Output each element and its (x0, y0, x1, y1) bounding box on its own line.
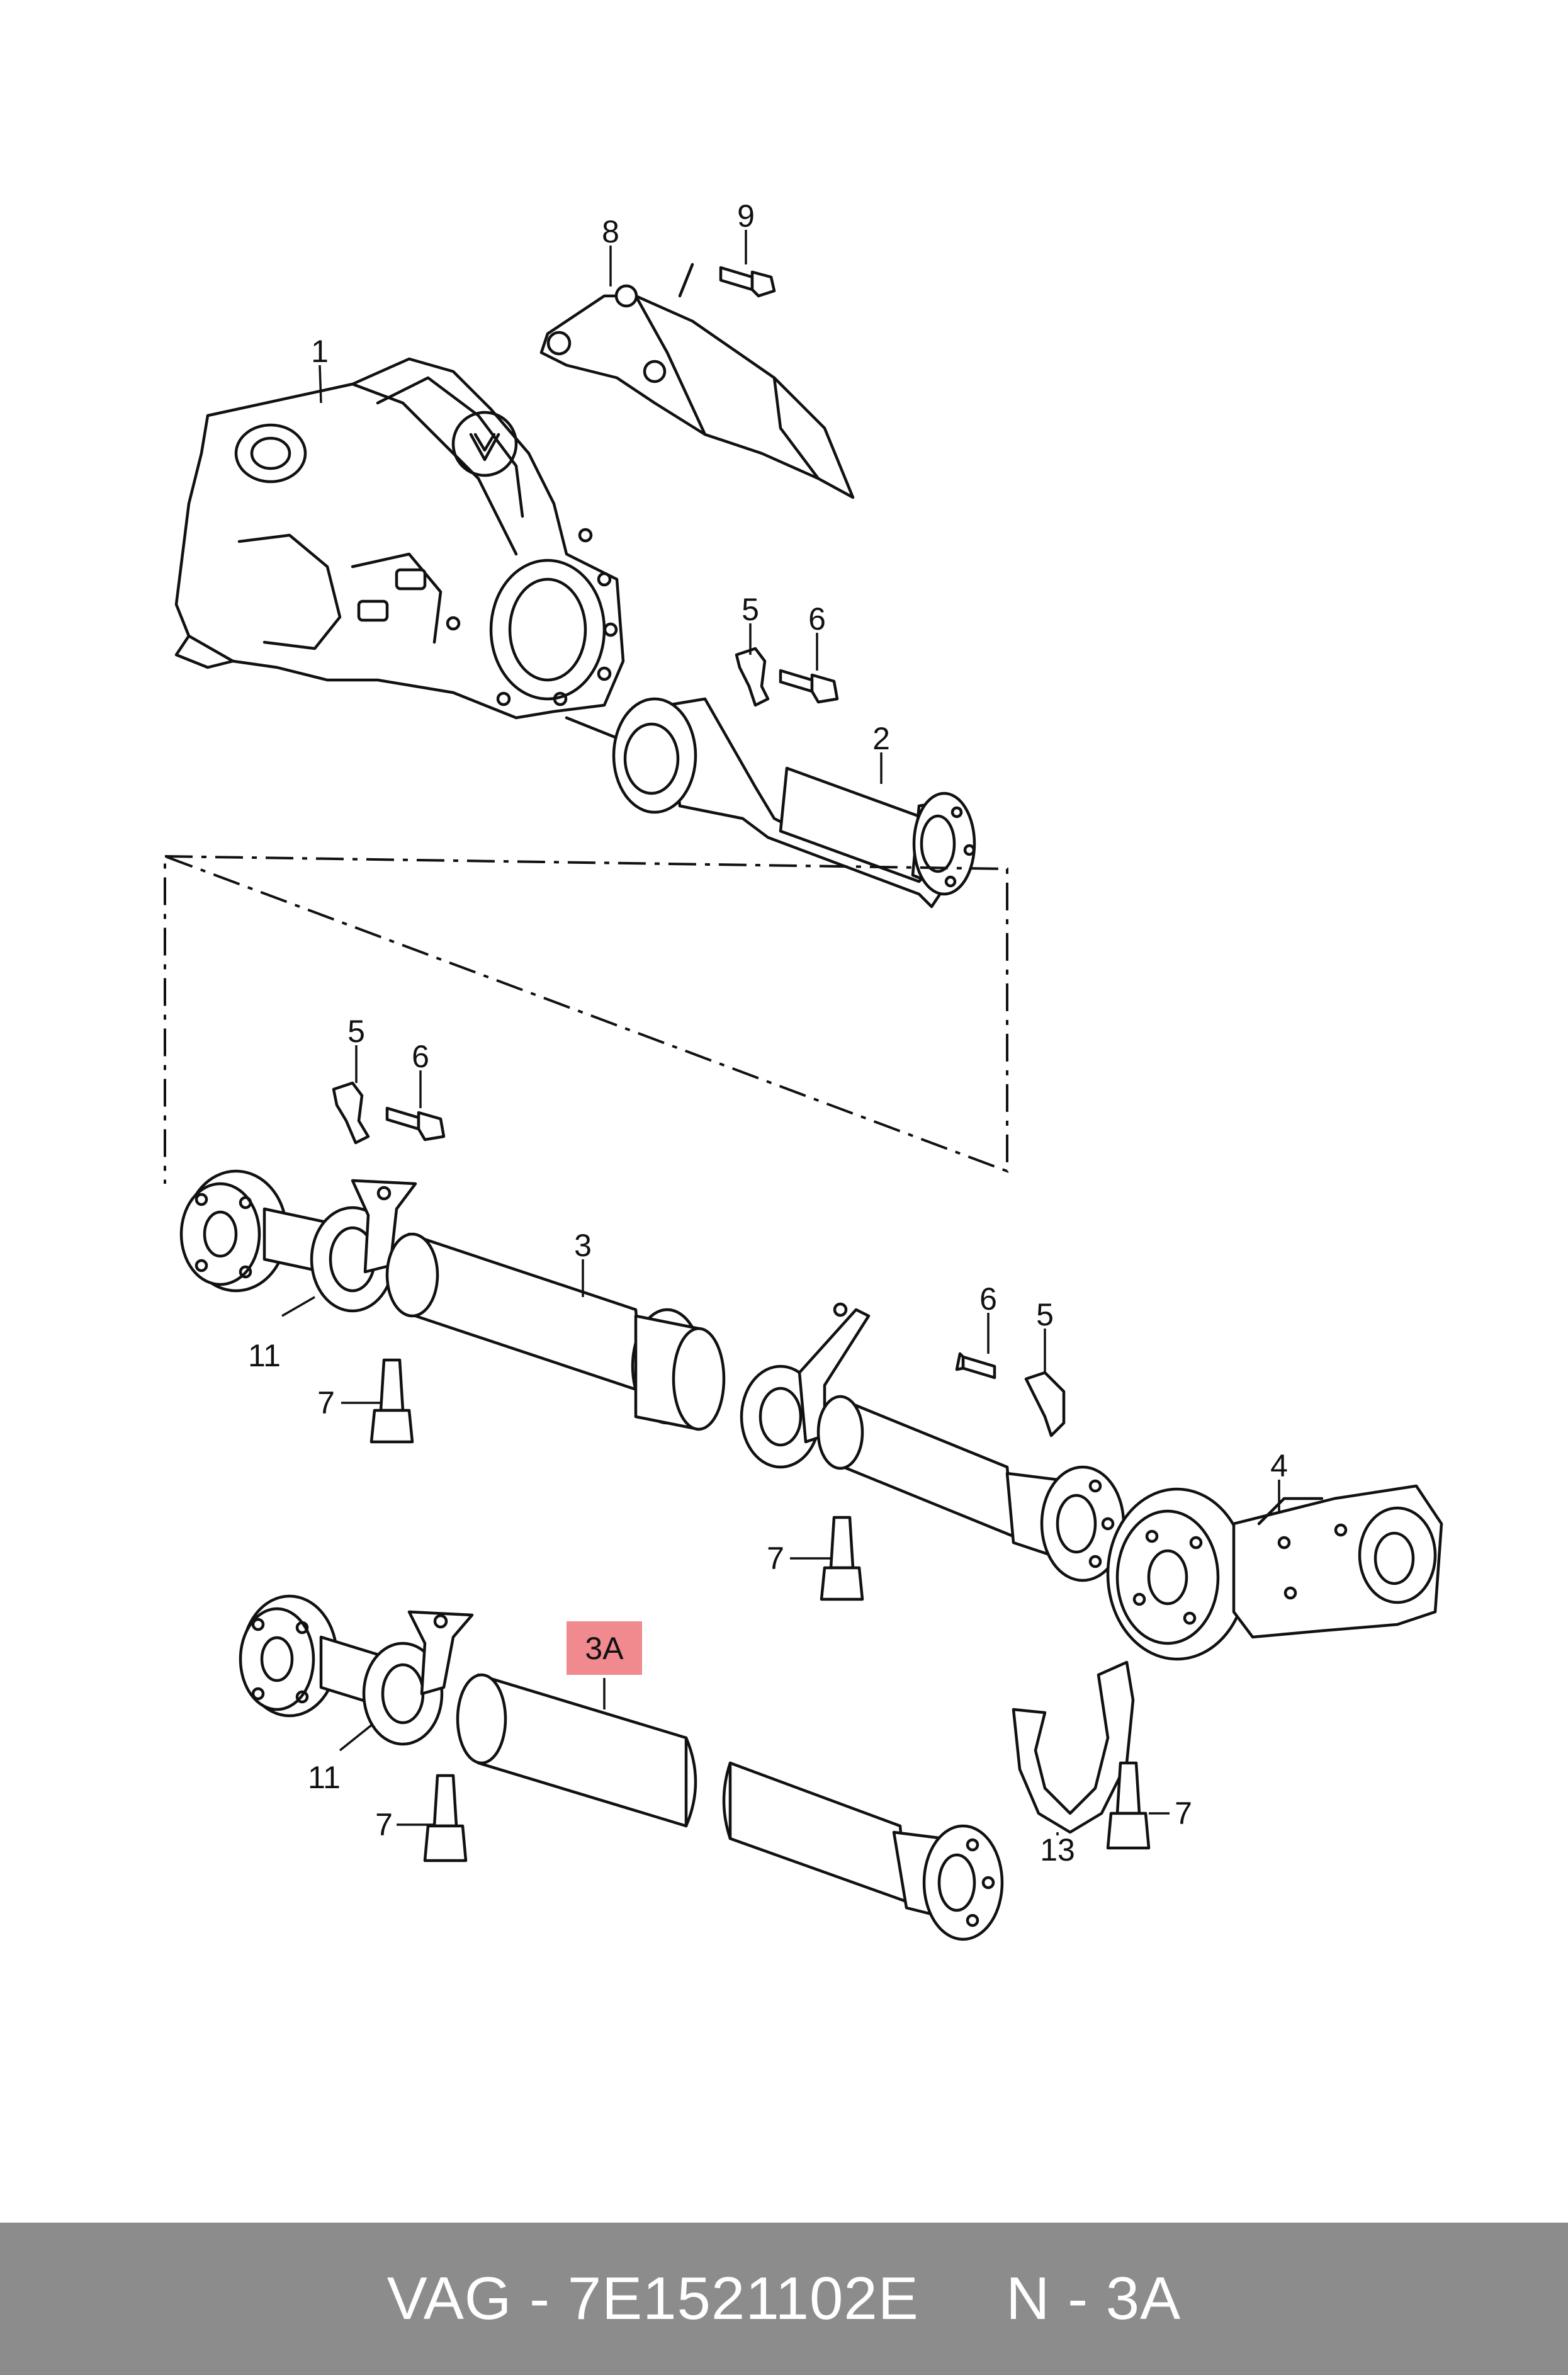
callout-13: 13 (1040, 1832, 1075, 1868)
callout-7-left-mid: 7 (317, 1385, 335, 1420)
heat-shield (539, 284, 855, 499)
callout-labels: 1 2 3 3A 4 5 5 5 6 6 6 7 7 7 7 8 9 11 11… (248, 198, 1288, 1868)
callout-5-mid: 5 (347, 1014, 365, 1049)
bolt-6-mid (385, 1106, 446, 1142)
callout-11-mid: 11 (248, 1338, 281, 1373)
bolt-7-center-mid (820, 1516, 864, 1601)
callout-9: 9 (737, 198, 755, 234)
bolt-9-leader (678, 263, 694, 298)
part-number-footer: VAG - 7E1521102E N - 3A (0, 2223, 1568, 2375)
clip-5-top (735, 647, 770, 707)
clip-5-mid (332, 1081, 370, 1145)
callout-4: 4 (1270, 1448, 1288, 1483)
bolt-7-bottom-right (1106, 1761, 1151, 1850)
callout-5-right: 5 (1036, 1297, 1054, 1332)
parts-diagram: 1 2 3 3A 4 5 5 5 6 6 6 7 7 7 7 8 9 11 11… (164, 198, 1443, 1941)
bolt-6-right (955, 1352, 996, 1380)
callout-3a-highlight (567, 1621, 642, 1675)
bolt-9 (719, 266, 776, 298)
main-propshaft (179, 1169, 1125, 1582)
front-propshaft (612, 697, 976, 909)
callout-3: 3 (574, 1228, 592, 1263)
callout-6-top: 6 (808, 601, 826, 637)
bolt-7-bottom-left (423, 1774, 468, 1862)
u-bracket-13 (1012, 1660, 1135, 1834)
callout-8: 8 (602, 214, 619, 249)
clip-5-right (1024, 1371, 1066, 1437)
assembly-boundary-line (164, 854, 1008, 1184)
callout-7-center: 7 (767, 1541, 784, 1576)
callout-3a: 3A (585, 1631, 624, 1666)
callout-1: 1 (311, 334, 329, 369)
rear-differential (1106, 1484, 1443, 1661)
callout-7-bottom-left: 7 (375, 1807, 393, 1842)
transmission-housing (174, 357, 631, 745)
leader-lines (281, 230, 1280, 1835)
callout-6-right: 6 (979, 1281, 997, 1317)
propshaft-3a (239, 1594, 1004, 1941)
callout-2: 2 (872, 721, 890, 756)
callout-11-bottom: 11 (308, 1760, 341, 1795)
callout-7-bottom-right: 7 (1175, 1796, 1192, 1831)
bolt-7-left-mid (369, 1358, 414, 1444)
callout-6-mid: 6 (412, 1039, 429, 1074)
footer-part-label: VAG - 7E1521102E N - 3A (386, 2265, 1182, 2332)
callout-5-top: 5 (742, 592, 759, 627)
bolt-6-top (779, 669, 839, 704)
